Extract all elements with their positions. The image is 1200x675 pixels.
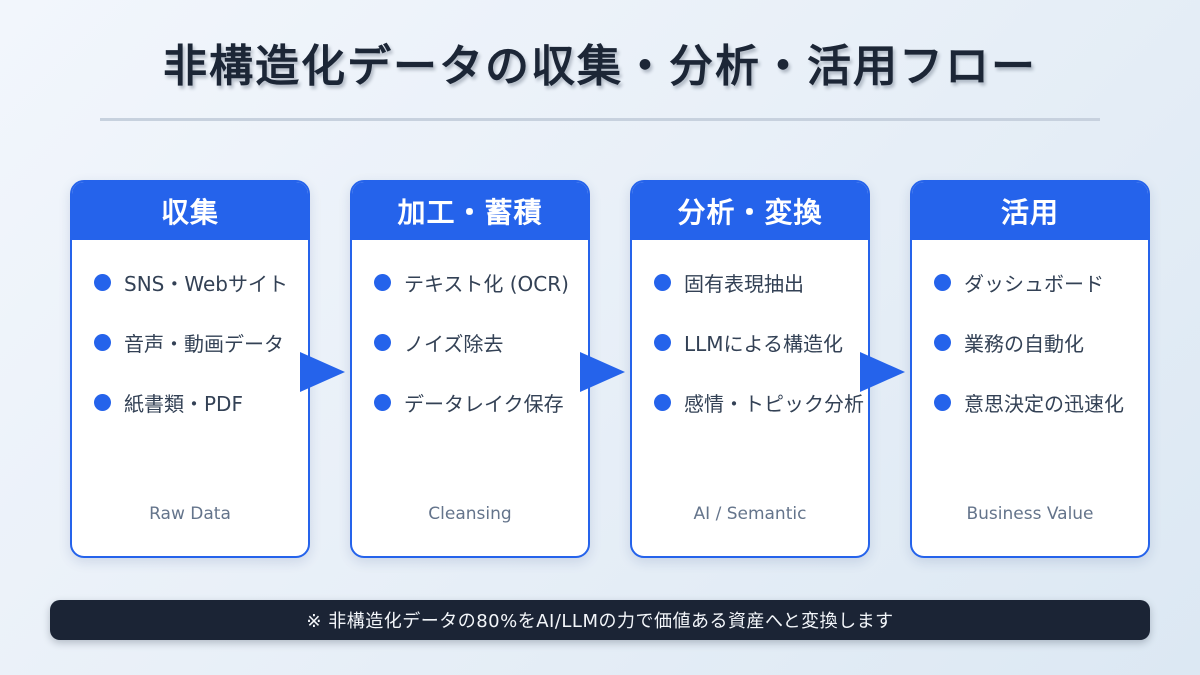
list-item-label: 固有表現抽出 <box>684 271 804 296</box>
list-item: 紙書類・PDF <box>94 372 308 432</box>
list-item-label: データレイク保存 <box>404 391 564 416</box>
card-analysis: 分析・変換 固有表現抽出 LLMによる構造化 感情・トピック分析 AI / Se… <box>630 180 870 558</box>
list-item-label: 感情・トピック分析 <box>684 391 864 416</box>
bullet-dot-icon <box>94 273 111 291</box>
bullet-dot-icon <box>654 273 671 291</box>
list-item-label: SNS・Webサイト <box>124 271 288 296</box>
card-collection-header: 収集 <box>72 182 308 240</box>
list-item: 音声・動画データ <box>94 312 308 372</box>
list-item: 意思決定の迅速化 <box>934 372 1148 432</box>
card-collection-items: SNS・Webサイト 音声・動画データ 紙書類・PDF <box>72 240 308 432</box>
list-item-label: ダッシュボード <box>964 271 1104 296</box>
arrow-right-icon <box>860 352 905 392</box>
bullet-dot-icon <box>374 393 391 411</box>
list-item: データレイク保存 <box>374 372 588 432</box>
card-collection: 収集 SNS・Webサイト 音声・動画データ 紙書類・PDF Raw Data <box>70 180 310 558</box>
list-item-label: ノイズ除去 <box>404 331 504 356</box>
list-item-label: 意思決定の迅速化 <box>964 391 1124 416</box>
bullet-dot-icon <box>94 333 111 351</box>
bullet-dot-icon <box>654 333 671 351</box>
list-item-label: テキスト化 (OCR) <box>404 271 569 296</box>
card-utilization-header: 活用 <box>912 182 1148 240</box>
list-item: LLMによる構造化 <box>654 312 868 372</box>
list-item: 固有表現抽出 <box>654 252 868 312</box>
arrow-right-icon <box>300 352 345 392</box>
bullet-dot-icon <box>934 393 951 411</box>
card-footer-label: Cleansing <box>428 504 512 524</box>
list-item: テキスト化 (OCR) <box>374 252 588 312</box>
bullet-dot-icon <box>94 393 111 411</box>
arrow-right-icon <box>580 352 625 392</box>
card-processing-header: 加工・蓄積 <box>352 182 588 240</box>
list-item-label: 業務の自動化 <box>964 331 1084 356</box>
bullet-dot-icon <box>374 333 391 351</box>
page-title: 非構造化データの収集・分析・活用フロー <box>163 41 1037 92</box>
bullet-dot-icon <box>934 333 951 351</box>
list-item-label: 紙書類・PDF <box>124 391 243 416</box>
list-item: 感情・トピック分析 <box>654 372 868 432</box>
list-item: 業務の自動化 <box>934 312 1148 372</box>
note-bar: ※ 非構造化データの80%をAI/LLMの力で価値ある資産へと変換します <box>50 600 1150 640</box>
list-item-label: 音声・動画データ <box>124 331 284 356</box>
flow-diagram: 収集 SNS・Webサイト 音声・動画データ 紙書類・PDF Raw Data … <box>70 180 1150 558</box>
list-item: SNS・Webサイト <box>94 252 308 312</box>
bullet-dot-icon <box>374 273 391 291</box>
bullet-dot-icon <box>934 273 951 291</box>
list-item-label: LLMによる構造化 <box>684 331 843 356</box>
card-footer-label: Raw Data <box>149 504 231 524</box>
card-analysis-items: 固有表現抽出 LLMによる構造化 感情・トピック分析 <box>632 240 868 432</box>
title-divider <box>100 118 1100 121</box>
card-footer-label: Business Value <box>966 504 1094 524</box>
note-text: ※ 非構造化データの80%をAI/LLMの力で価値ある資産へと変換します <box>306 611 894 632</box>
card-processing: 加工・蓄積 テキスト化 (OCR) ノイズ除去 データレイク保存 Cleansi… <box>350 180 590 558</box>
card-footer-label: AI / Semantic <box>693 504 807 524</box>
card-utilization: 活用 ダッシュボード 業務の自動化 意思決定の迅速化 Business Valu… <box>910 180 1150 558</box>
list-item: ダッシュボード <box>934 252 1148 312</box>
card-analysis-header: 分析・変換 <box>632 182 868 240</box>
list-item: ノイズ除去 <box>374 312 588 372</box>
bullet-dot-icon <box>654 393 671 411</box>
card-processing-items: テキスト化 (OCR) ノイズ除去 データレイク保存 <box>352 240 588 432</box>
card-utilization-items: ダッシュボード 業務の自動化 意思決定の迅速化 <box>912 240 1148 432</box>
